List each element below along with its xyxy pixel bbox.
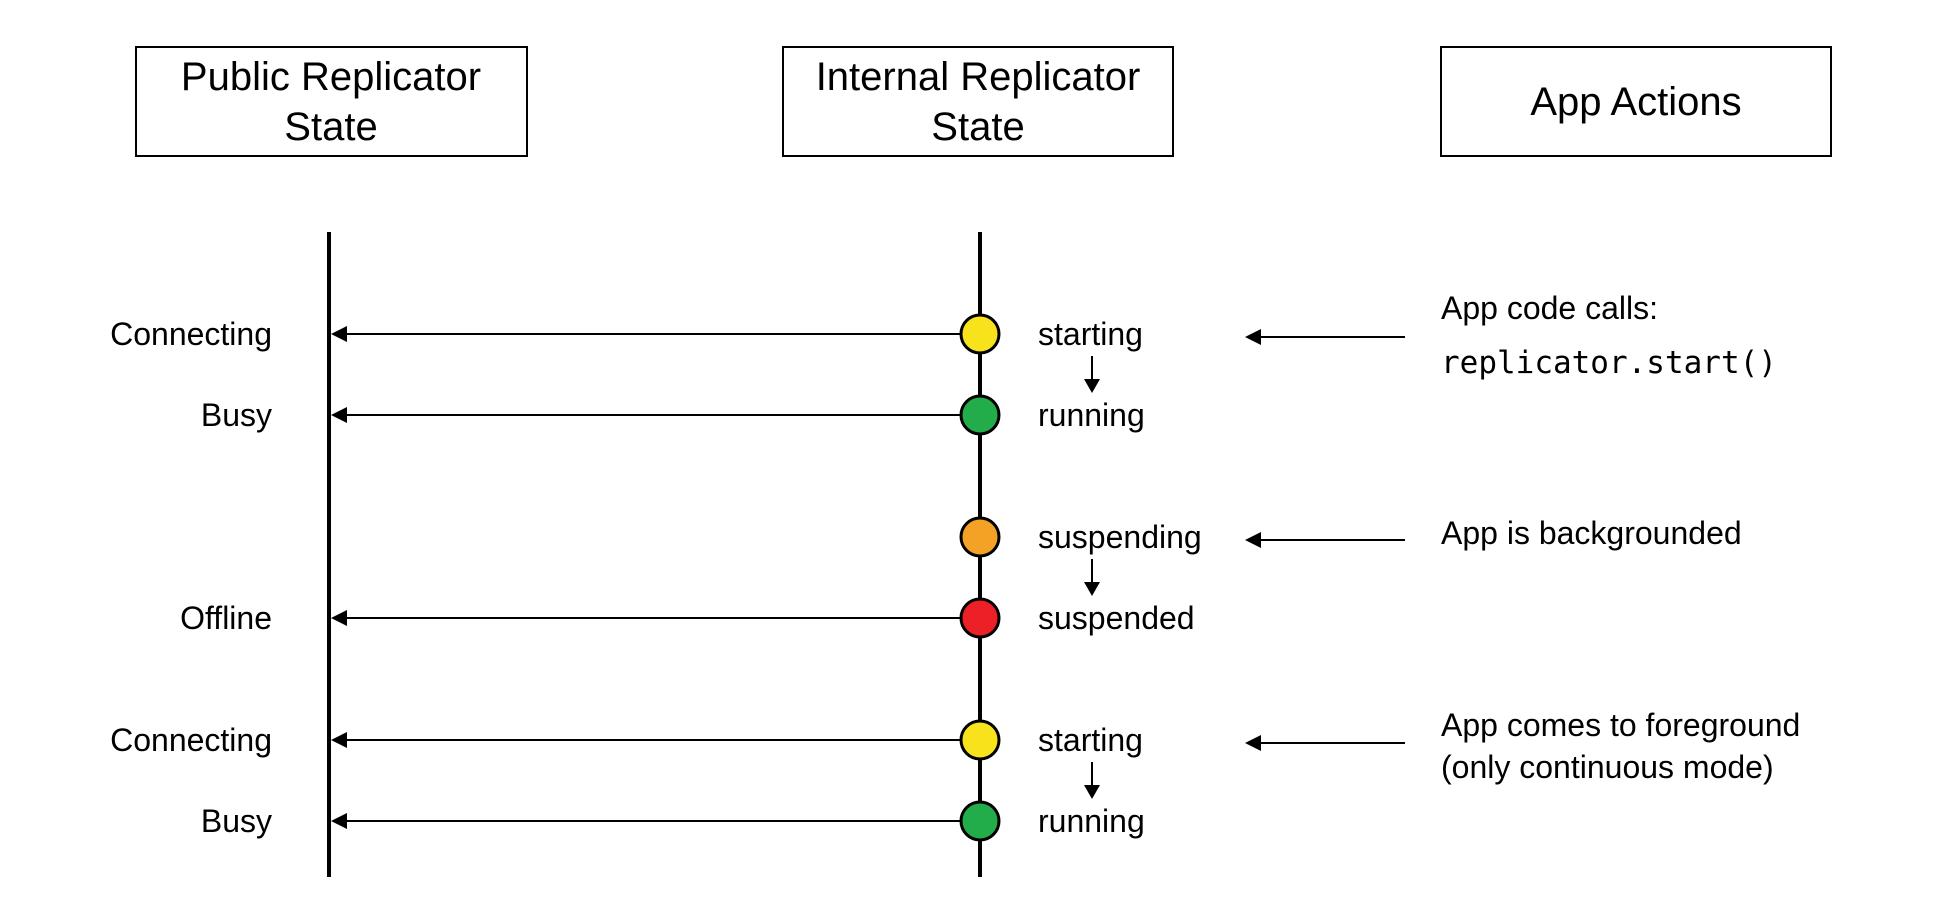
state-row: Connecting starting	[110, 313, 1143, 393]
status-dot-starting	[959, 313, 1001, 355]
public-state-label: Busy	[201, 397, 272, 433]
app-action: App code calls: replicator.start()	[1245, 290, 1777, 381]
state-row: suspending	[959, 516, 1202, 596]
internal-state-label: running	[1038, 803, 1145, 839]
action-text: App comes to foreground	[1441, 707, 1800, 743]
transition-arrowhead	[1084, 379, 1100, 393]
status-dot-suspending	[959, 516, 1001, 558]
header-app-label: App Actions	[1530, 80, 1741, 124]
internal-state-label: starting	[1038, 316, 1143, 352]
header-public-box	[135, 46, 528, 157]
action-arrowhead	[1245, 735, 1261, 751]
header-internal-box	[782, 46, 1174, 157]
status-dot-running	[959, 800, 1001, 842]
internal-state-label: running	[1038, 397, 1145, 433]
internal-state-label: starting	[1038, 722, 1143, 758]
public-state-label: Busy	[201, 803, 272, 839]
status-dot-running	[959, 394, 1001, 436]
connector-arrowhead	[331, 813, 347, 829]
state-row: Offline suspended	[180, 597, 1195, 639]
action-text: App code calls:	[1441, 290, 1658, 326]
header-internal-line1: Internal Replicator	[816, 55, 1141, 99]
status-dot-suspended	[959, 597, 1001, 639]
state-row: Busy running	[201, 394, 1145, 436]
header-public-line1: Public Replicator	[181, 55, 481, 99]
public-state-label: Connecting	[110, 316, 272, 352]
app-actions: App code calls: replicator.start() App is …	[1245, 290, 1800, 785]
header-public-line2: State	[284, 105, 377, 149]
connector-arrowhead	[331, 732, 347, 748]
app-action: App is backgrounded	[1245, 515, 1742, 551]
connector-arrowhead	[331, 326, 347, 342]
internal-state-label: suspending	[1038, 519, 1202, 555]
header-app-box	[1440, 46, 1832, 157]
action-text: App is backgrounded	[1441, 515, 1742, 551]
internal-state-label: suspended	[1038, 600, 1195, 636]
public-state-label: Offline	[180, 600, 272, 636]
state-row: Connecting starting	[110, 719, 1143, 799]
action-code: replicator.start()	[1441, 345, 1777, 381]
action-text: (only continuous mode)	[1441, 749, 1774, 785]
transition-arrowhead	[1084, 785, 1100, 799]
header-public: Public Replicator State	[135, 46, 528, 157]
connector-arrowhead	[331, 610, 347, 626]
app-action: App comes to foreground (only continuous …	[1245, 707, 1800, 785]
state-row: Busy running	[201, 800, 1145, 842]
header-internal-line2: State	[931, 105, 1024, 149]
transition-arrowhead	[1084, 582, 1100, 596]
status-dot-starting	[959, 719, 1001, 761]
public-state-label: Connecting	[110, 722, 272, 758]
header-app: App Actions	[1440, 46, 1832, 157]
action-arrowhead	[1245, 532, 1261, 548]
action-arrowhead	[1245, 329, 1261, 345]
connector-arrowhead	[331, 407, 347, 423]
header-internal: Internal Replicator State	[782, 46, 1174, 157]
